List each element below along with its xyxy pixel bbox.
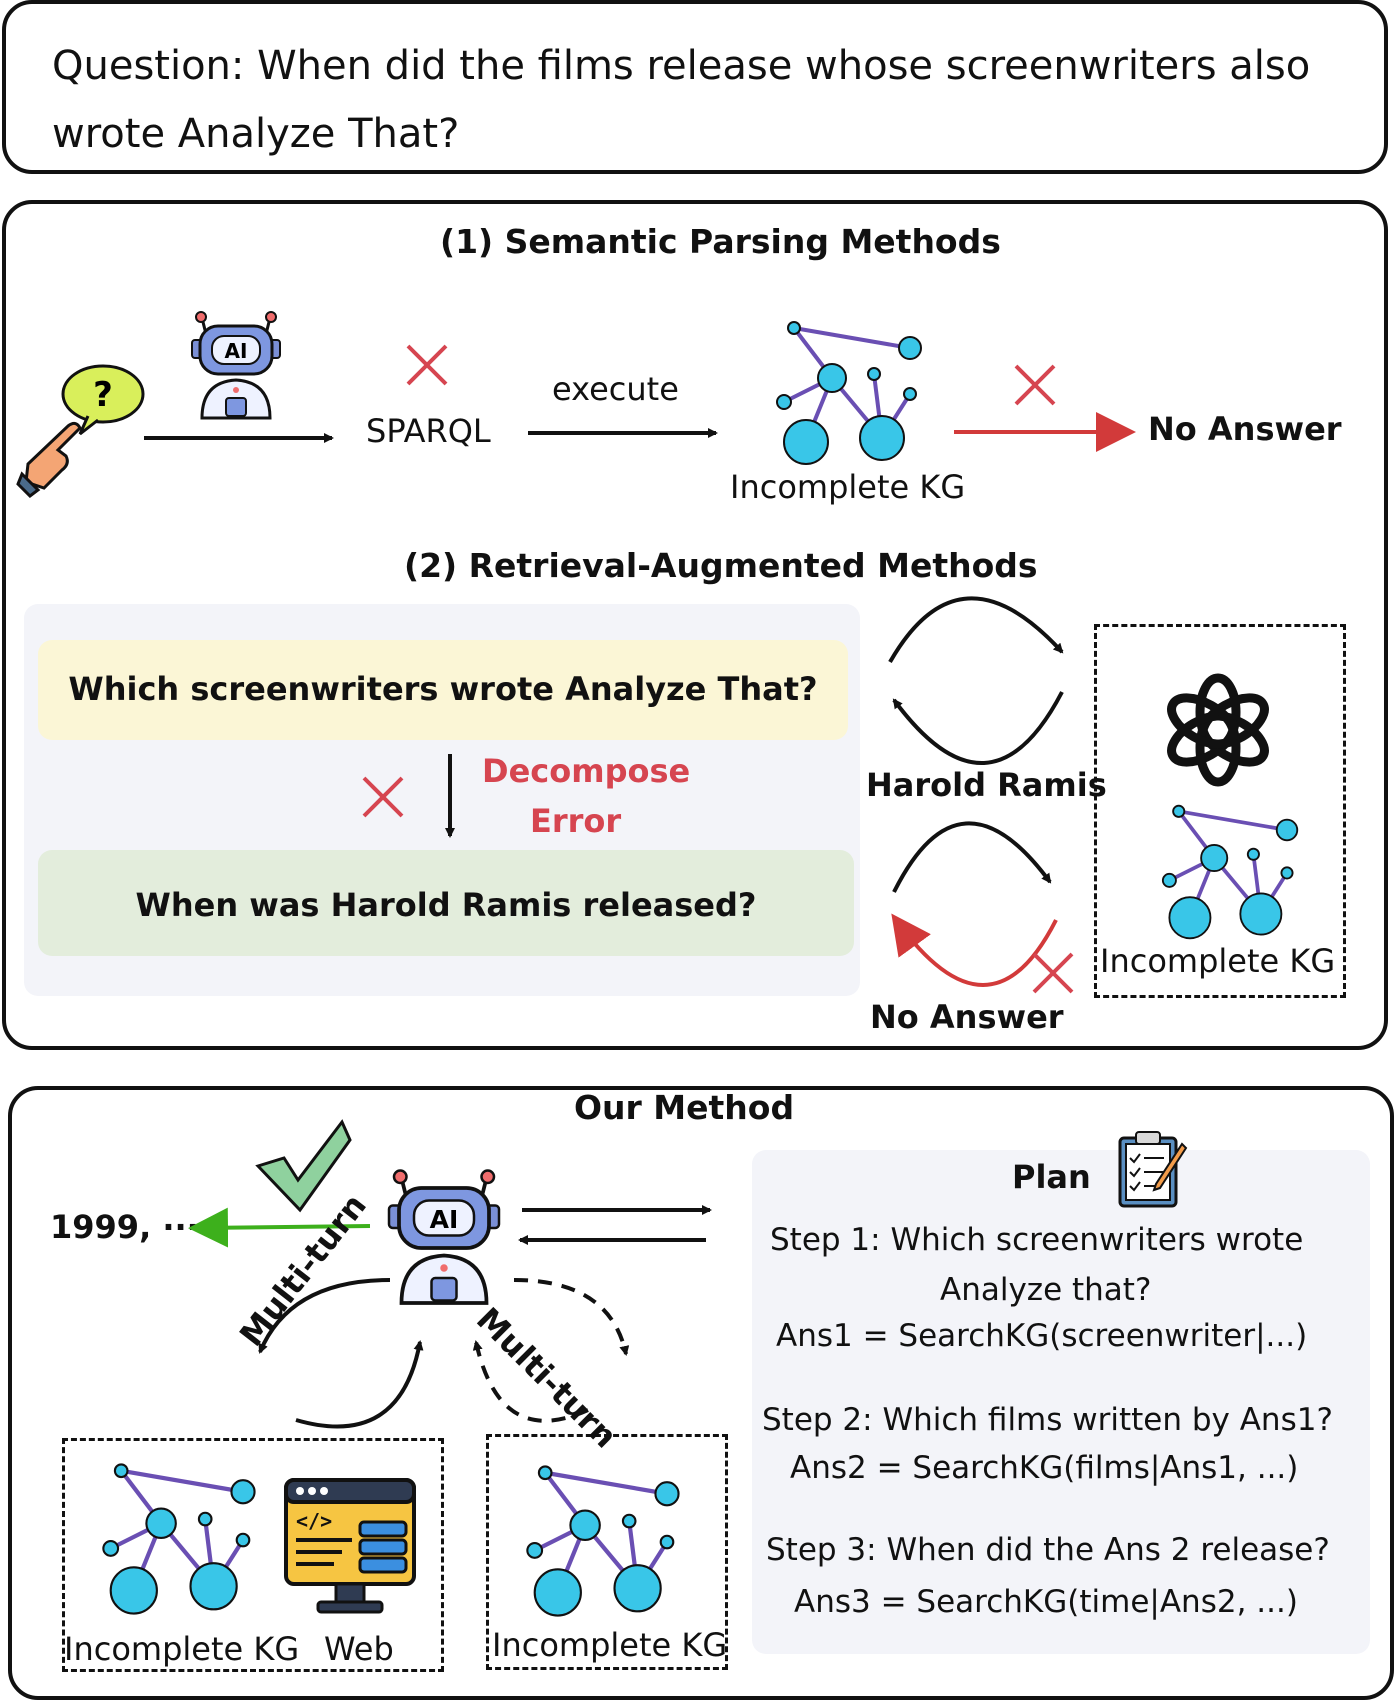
knowledge-graph-icon — [102, 1463, 256, 1615]
knowledge-graph-icon — [776, 321, 922, 465]
checkmark-icon — [255, 1119, 352, 1213]
decompose-fail-cross-icon — [362, 776, 404, 818]
question-hand-icon: ? — [16, 364, 145, 498]
plan-step-1-cont: Analyze that? — [940, 1272, 1152, 1308]
semantic-parsing-title: (1) Semantic Parsing Methods — [440, 222, 1001, 261]
final-answer-label: 1999, ··· — [50, 1208, 199, 1246]
sparql-fail-cross-icon — [406, 344, 448, 386]
svg-text:?: ? — [93, 375, 113, 415]
no-answer-label-sec1: No Answer — [1148, 410, 1342, 448]
retrieval-augmented-title: (2) Retrieval-Augmented Methods — [404, 546, 1038, 585]
subquestion-1-box — [38, 640, 848, 740]
openai-logo-icon — [1167, 673, 1269, 787]
kg-web-dashed-box — [62, 1438, 444, 1672]
decompose-error-label-line2: Error — [530, 802, 622, 840]
kg-label-our-right: Incomplete KG — [492, 1626, 728, 1664]
knowledge-graph-icon — [1161, 804, 1299, 940]
plan-step-2-code: Ans2 = SearchKG(films|Ans1, ...) — [790, 1450, 1299, 1486]
code-glyph: </> — [296, 1509, 332, 1533]
question-panel: Question: When did the films release who… — [2, 0, 1388, 174]
plan-title: Plan — [1012, 1158, 1091, 1196]
clipboard-icon — [1118, 1131, 1188, 1208]
decompose-error-label-line1: Decompose — [482, 752, 691, 790]
subquestion-2-box — [38, 850, 854, 956]
ai-robot-icon: AI — [191, 311, 281, 420]
kg-fail-cross-icon — [1032, 952, 1074, 994]
web-monitor-icon: </> — [284, 1478, 416, 1614]
plan-step-1: Step 1: Which screenwriters wrote — [770, 1222, 1304, 1258]
knowledge-graph-icon — [526, 1465, 680, 1617]
kg-label-our-left: Incomplete KG — [64, 1630, 300, 1668]
ai-robot-icon: AI — [387, 1169, 501, 1305]
no-answer-fail-cross-icon — [1014, 364, 1056, 406]
our-method-title: Our Method — [574, 1088, 795, 1127]
ai-label: AI — [225, 339, 248, 363]
web-label: Web — [324, 1630, 394, 1668]
plan-step-2: Step 2: Which films written by Ans1? — [762, 1402, 1333, 1438]
ai-label: AI — [430, 1205, 459, 1234]
plan-step-1-code: Ans1 = SearchKG(screenwriter|...) — [776, 1318, 1308, 1354]
no-answer-label-sec2: No Answer — [870, 998, 1064, 1036]
subquestion-2-text: When was Harold Ramis released? — [135, 886, 757, 924]
kg-label-sec1: Incomplete KG — [730, 468, 966, 506]
execute-label: execute — [552, 370, 679, 408]
plan-step-3-code: Ans3 = SearchKG(time|Ans2, ...) — [794, 1584, 1298, 1620]
kg-label-sec2: Incomplete KG — [1100, 942, 1336, 980]
plan-box — [752, 1150, 1370, 1654]
subquestion-1-text: Which screenwriters wrote Analyze That? — [68, 670, 818, 708]
plan-step-3: Step 3: When did the Ans 2 release? — [766, 1532, 1330, 1568]
llm-kg-dashed-box — [1094, 624, 1346, 998]
sparql-label: SPARQL — [366, 412, 491, 450]
kg-dashed-box — [486, 1434, 728, 1670]
harold-ramis-label: Harold Ramis — [866, 766, 1107, 804]
question-text: Question: When did the films release who… — [52, 43, 1311, 157]
